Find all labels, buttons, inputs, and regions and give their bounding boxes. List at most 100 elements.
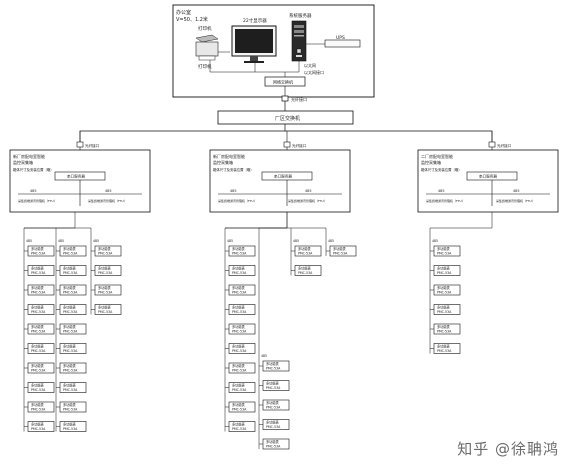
meter-box	[262, 399, 290, 411]
meter-model: PMC-53A	[31, 291, 46, 295]
meter-name: 多功能表	[437, 324, 451, 329]
meter-model: PMC-53A	[437, 291, 452, 295]
meter-model: PMC-53A	[31, 349, 46, 353]
interface-note-2: 以太网接口	[304, 69, 324, 75]
meter-name: 多功能表	[98, 285, 112, 290]
meter-name: 多功能表	[437, 246, 451, 251]
meter-box	[94, 284, 122, 296]
meter-name: 多功能表	[266, 361, 280, 366]
meter-model: PMC-53A	[298, 271, 313, 275]
meter-model: PMC-53A	[232, 330, 247, 334]
meter-box	[27, 284, 55, 296]
meter-model: PMC-53A	[63, 427, 78, 431]
bus-right-device: 采集终端通讯管理机（FTU）	[496, 198, 535, 203]
meter-name: 多功能表	[437, 344, 451, 349]
feeder-link	[225, 212, 326, 229]
panel-title: 新厂房配电室智能	[13, 153, 45, 159]
meter-name: 多功能表	[266, 381, 280, 386]
meter-model: PMC-53A	[437, 271, 452, 275]
serial-server-label: 串口服务器	[479, 174, 497, 179]
meter-box	[228, 401, 256, 413]
meter-name: 多功能表	[63, 363, 77, 368]
meter-model: PMC-53A	[63, 291, 78, 295]
meter-name: 多功能表	[266, 400, 280, 405]
meter-box	[27, 323, 55, 335]
panel-frame	[209, 149, 351, 213]
meter-box	[59, 382, 87, 393]
meter-name: 多功能表	[437, 305, 451, 310]
meter-name: 多功能表	[232, 305, 246, 310]
meter-model: PMC-53A	[266, 406, 281, 410]
meter-box	[27, 245, 55, 257]
meter-model: PMC-53A	[98, 252, 113, 256]
meter-box	[228, 343, 256, 354]
meter-box	[433, 323, 461, 335]
feeder-link	[24, 212, 91, 229]
panel-note: 箱体尺寸及安装位置（略）	[213, 167, 254, 172]
ups-icon: UPS	[306, 35, 361, 48]
fiber-converter	[76, 141, 84, 148]
main-switch	[217, 110, 354, 125]
link-label: 光纤接口	[85, 143, 100, 148]
meter-model: PMC-53A	[266, 445, 281, 449]
meter-box	[294, 265, 322, 276]
bus-left-label: 485	[230, 189, 236, 193]
meter-name: 多功能表	[63, 266, 77, 271]
control-room-subtitle: V=50、1.2米	[176, 16, 208, 23]
meter-box	[59, 245, 87, 257]
meter-column-1: 485多功能表PMC-53A多功能表PMC-53A多功能表PMC-53A多功能表…	[23, 228, 55, 432]
meter-name: 多功能表	[266, 439, 280, 444]
printer-label-top: 打印机	[198, 25, 212, 32]
bus-right-label: 485	[105, 189, 111, 193]
meter-model: PMC-53A	[63, 330, 78, 334]
meter-name: 多功能表	[31, 266, 45, 271]
meter-model: PMC-53A	[31, 252, 46, 256]
branch-label: 485	[328, 239, 334, 243]
meter-model: PMC-53A	[31, 388, 46, 392]
fiber-converter	[488, 141, 496, 148]
meter-model: PMC-53A	[63, 271, 78, 275]
panel-note: 箱体尺寸及安装位置（略）	[13, 167, 54, 172]
ups-label: UPS	[336, 35, 345, 41]
link-label: 光纤接口	[292, 143, 307, 148]
meter-box	[262, 419, 290, 430]
meter-name: 多功能表	[298, 266, 312, 271]
meter-name: 多功能表	[31, 344, 45, 349]
meter-model: PMC-53A	[333, 252, 348, 256]
meter-box	[27, 265, 55, 276]
meter-box	[433, 245, 461, 257]
meter-box	[94, 245, 122, 257]
bus-left-device: 采集终端通讯管理机（FTU）	[218, 198, 257, 203]
meter-box	[228, 323, 256, 335]
meter-box	[59, 421, 87, 432]
meter-box	[228, 304, 256, 315]
bus-left-label: 485	[30, 189, 36, 193]
meter-box	[59, 401, 87, 413]
link-label: 光纤接口	[497, 143, 512, 148]
meter-box	[59, 284, 87, 296]
small-switch-label: 网络交换机	[273, 79, 293, 85]
meter-box	[27, 421, 55, 432]
meter-name: 多功能表	[63, 383, 77, 388]
meter-model: PMC-53A	[31, 427, 46, 431]
